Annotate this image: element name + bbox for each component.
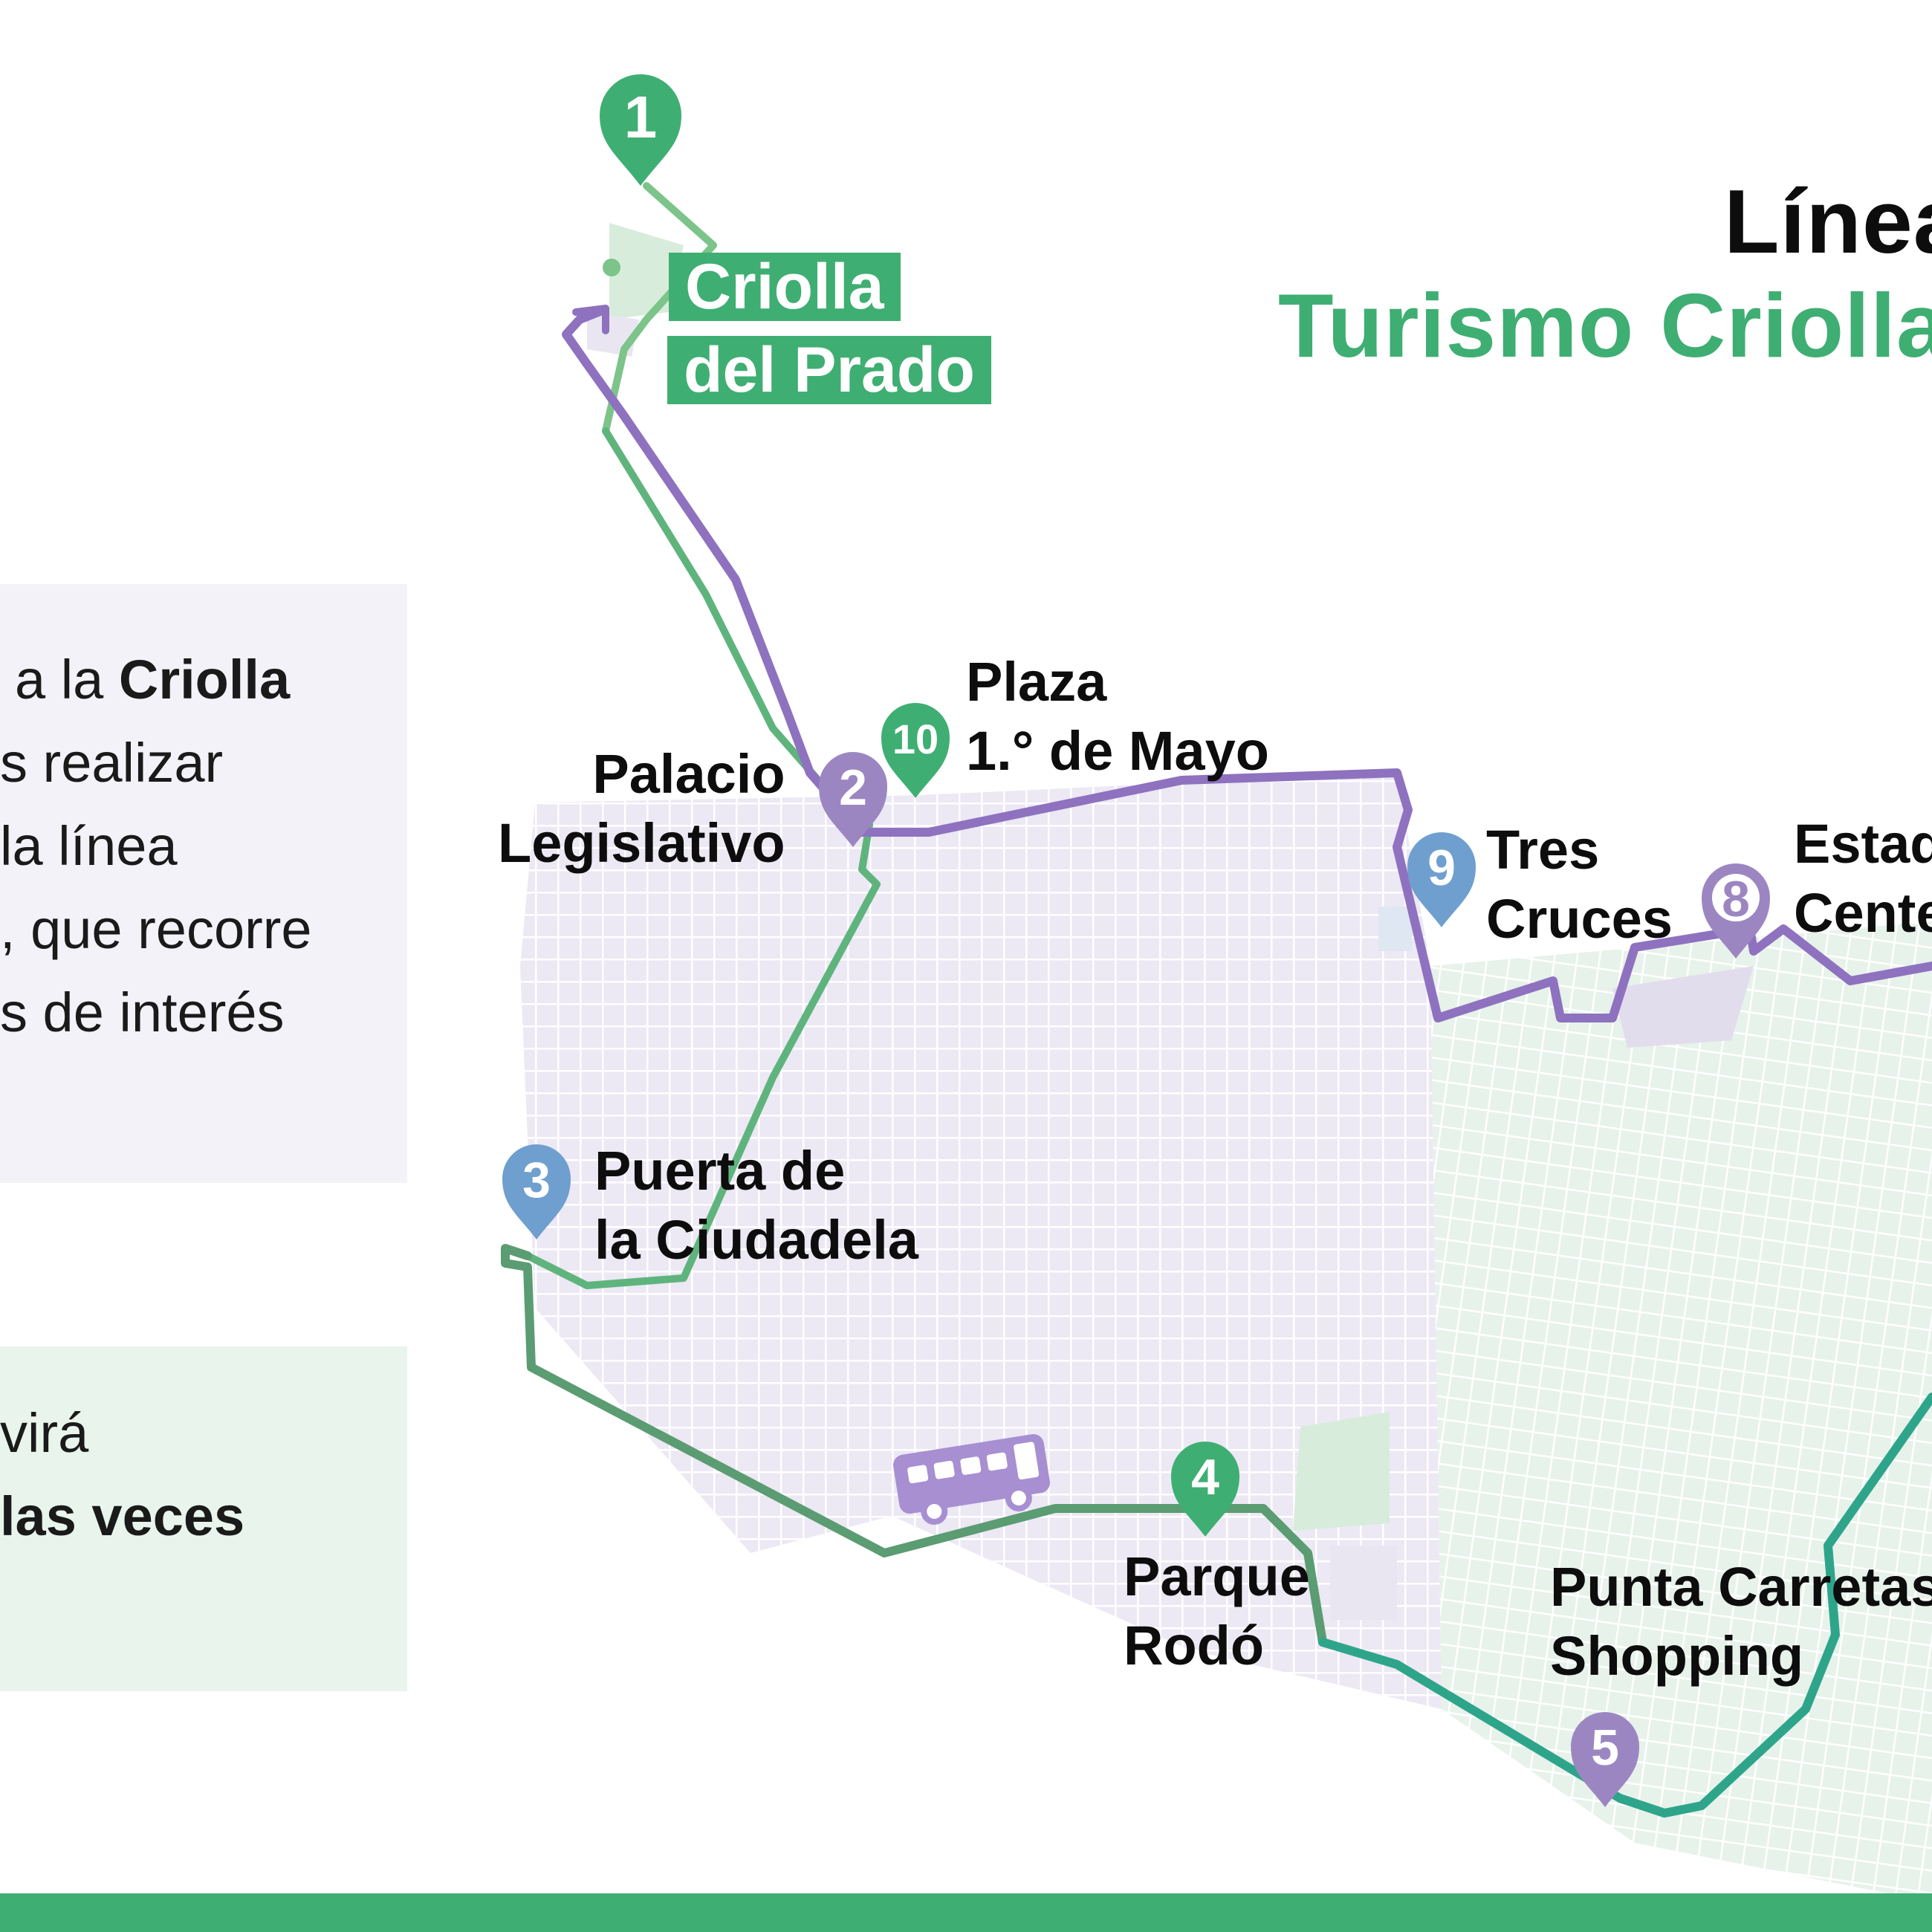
info-line-2: s realizar	[0, 732, 224, 794]
stop-pin-number: 9	[1427, 840, 1456, 896]
stop-pin-number: 1	[624, 84, 658, 150]
stop-pin-number: 4	[1191, 1449, 1219, 1505]
info-line-1-text: a la	[15, 649, 119, 710]
line-title: Línea	[1724, 171, 1932, 272]
stop-pin-number: 2	[839, 759, 867, 816]
origin-tag-line2: del Prado	[667, 336, 991, 404]
line-subtitle: Turismo Criolla	[1278, 275, 1932, 376]
route-start-dot	[603, 259, 620, 276]
info-bottom-line-2: las veces	[0, 1489, 244, 1544]
info-line-1: a la Criolla	[15, 652, 290, 707]
plaza-parque-rodo-sq	[1330, 1546, 1397, 1620]
bus-icon	[893, 1433, 1050, 1525]
route-purple-arrow	[572, 305, 609, 334]
info-bottom-line-1: virá	[0, 1402, 89, 1464]
stop-label-palacio-legislativo: Palacio Legislativo	[498, 743, 785, 874]
stop-pin-4[interactable]: 4	[1171, 1442, 1239, 1537]
stop-pin-5[interactable]: 5	[1571, 1712, 1639, 1807]
city-area-green	[1430, 921, 1932, 1902]
info-panel-green: virá las veces	[0, 1346, 407, 1691]
stop-label-puerta-ciudadela: Puerta de la Ciudadela	[594, 1140, 918, 1271]
stop-label-tres-cruces: Tres Cruces	[1486, 819, 1673, 950]
plaza-estadio	[1612, 966, 1754, 1048]
stop-pin-number: 10	[892, 716, 939, 762]
stop-pin-number: 8	[1722, 871, 1750, 927]
origin-tag-line1: Criolla	[669, 253, 901, 321]
stop-pin-2[interactable]: 2	[819, 752, 887, 847]
stop-label-plaza-1-mayo: Plaza 1.° de Mayo	[966, 651, 1269, 782]
stop-pin-9[interactable]: 9	[1407, 832, 1476, 927]
stop-pin-number: 3	[522, 1152, 551, 1208]
route-light-green	[602, 182, 717, 435]
info-line-1-bold: Criolla	[118, 649, 291, 710]
route-teal	[1318, 1393, 1932, 1818]
route-dark-green-south	[501, 1244, 1327, 1647]
plaza-tres-cruces	[1378, 907, 1412, 951]
info-bottom-line-2-bold: las veces	[0, 1485, 245, 1547]
stop-pin-10[interactable]: 10	[881, 703, 950, 798]
stop-pin-8[interactable]: 8	[1702, 863, 1770, 959]
info-line-3: la línea	[0, 815, 178, 877]
route-green-north	[524, 427, 881, 1289]
info-line-5: s de interés	[0, 982, 285, 1043]
footer-bar	[0, 1893, 1932, 1932]
stop-label-parque-rodo: Parque Rodó	[1124, 1546, 1310, 1676]
info-line-4: , que recorre	[0, 898, 312, 960]
info-panel: a la Criolla s realizar la línea , que r…	[0, 584, 407, 1183]
stop-label-estadio-centenario: Estad Cente	[1794, 813, 1932, 944]
park-rodo	[1293, 1412, 1390, 1531]
stop-pin-1[interactable]: 1	[600, 74, 681, 186]
stop-pin-number: 5	[1591, 1719, 1619, 1776]
stop-pin-3[interactable]: 3	[502, 1144, 571, 1239]
stop-label-punta-carretas: Punta Carretas Shopping	[1550, 1556, 1932, 1687]
